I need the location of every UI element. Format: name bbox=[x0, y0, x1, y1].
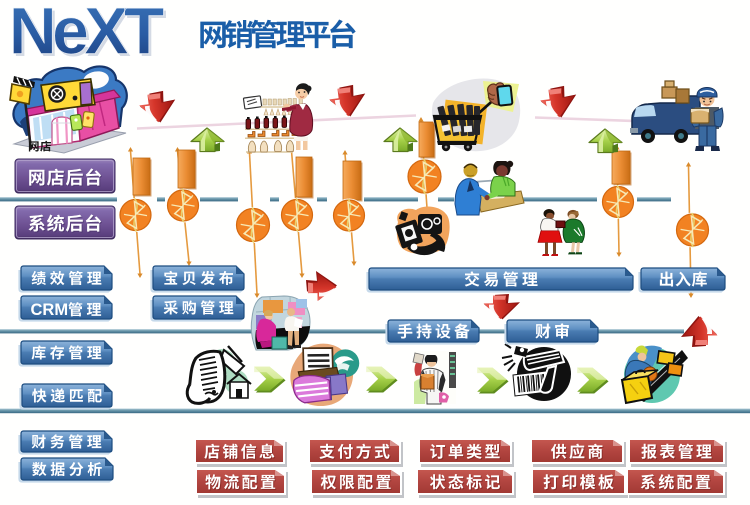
svg-text:CRM: CRM bbox=[31, 301, 69, 319]
svg-text:NeXT: NeXT bbox=[12, 0, 167, 70]
svg-text:NeXT: NeXT bbox=[9, 0, 164, 68]
